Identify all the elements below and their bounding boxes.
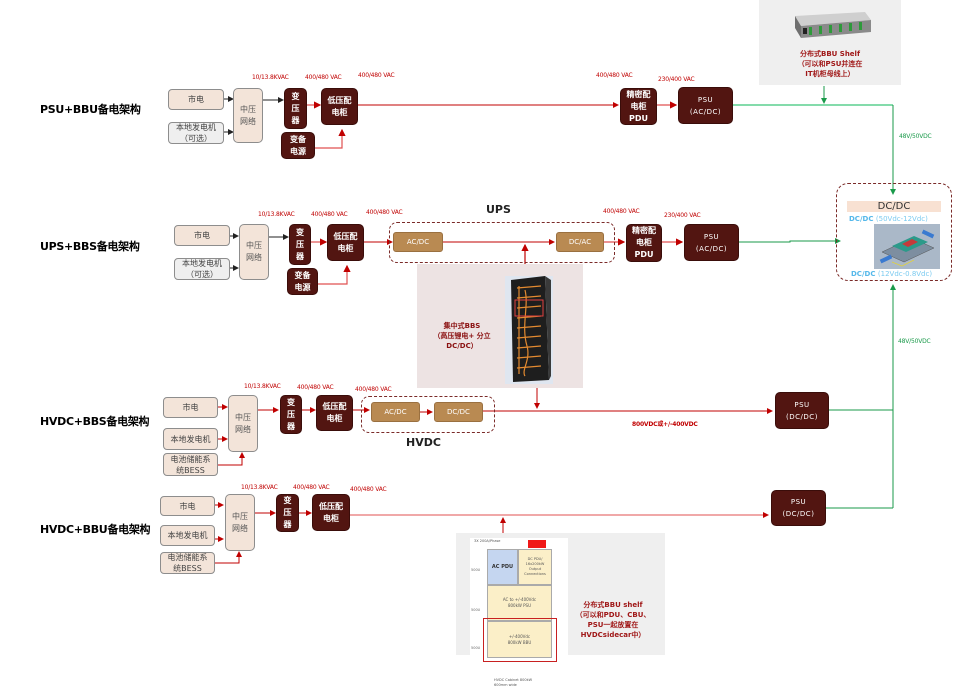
hvdc-dc-dc: DC/DC — [434, 402, 483, 422]
voltage-label: 400/480 VAC — [293, 484, 330, 491]
source-utility: 市电 — [160, 496, 215, 516]
row4-wires — [215, 502, 893, 564]
dcdc-stage1-prefix: DC/DC — [849, 215, 876, 223]
row1-wires — [224, 86, 896, 195]
cabinet-ac-pdu: AC PDU — [487, 549, 518, 585]
cabinet-side-label: 500U — [471, 568, 481, 572]
cabinet-footer: HVDC Cabinet 800kW 600mm wide — [494, 678, 533, 687]
ups-group-title: UPS — [486, 203, 511, 216]
source-utility: 市电 — [174, 225, 230, 246]
row-title-psu-bbu: PSU+BBU备电架构 — [40, 103, 141, 116]
dc-bus-voltage-label: 800VDC或+/-400VDC — [632, 421, 698, 428]
voltage-label: 10/13.8KVAC — [244, 383, 281, 390]
transformer: 变 压 器 — [289, 224, 311, 265]
bbu-sidecar-caption: 分布式BBU shelf （可以和PDU、CBU、 PSU一起放置在 HVDCs… — [575, 601, 651, 639]
source-bess: 电池储能系 统BESS — [160, 552, 215, 574]
voltage-label: 10/13.8KVAC — [241, 484, 278, 491]
ups-ac-dc: AC/DC — [393, 232, 443, 252]
transformer: 变 压 器 — [280, 395, 302, 434]
hvdc-group — [361, 396, 495, 433]
bbu-shelf-image — [795, 12, 871, 38]
ups-group — [389, 222, 615, 263]
row-title-ups-bbs: UPS+BBS备电架构 — [40, 240, 140, 253]
source-generator: 本地发电机 — [163, 428, 218, 450]
cabinet-connector — [528, 540, 546, 548]
backup-power: 变备 电源 — [287, 268, 318, 295]
dcdc-chip-image — [874, 224, 940, 269]
cabinet-bbu: +/-400Vdc 800kW BBU — [487, 621, 552, 658]
psu-ac-dc: PSU (AC/DC) — [684, 224, 739, 261]
voltage-label: 400/480 VAC — [350, 486, 387, 493]
dcdc-title: DC/DC — [847, 201, 941, 212]
voltage-label: 400/480 VAC — [603, 208, 640, 215]
psu-ac-dc: PSU (AC/DC) — [678, 87, 733, 124]
transformer: 变 压 器 — [276, 494, 299, 532]
voltage-label: 400/480 VAC — [358, 72, 395, 79]
pdu: 精密配 电柜 PDU — [620, 88, 657, 125]
hvdc-cabinet-figure: 3X 200A/Phase 500U 500U 500U AC PDU DC P… — [470, 538, 568, 690]
bbs-central-caption: 集中式BBS （高压锂电+ 分立 DC/DC） — [433, 322, 491, 350]
dcdc-stage1-range: (50Vdc-12Vdc) — [875, 215, 928, 223]
voltage-label: 400/480 VAC — [297, 384, 334, 391]
cabinet-side-label: 500U — [471, 646, 481, 650]
psu-dc-dc: PSU (DC/DC) — [775, 392, 829, 429]
source-generator: 本地发电机 — [160, 525, 215, 546]
psu-dc-dc: PSU (DC/DC) — [771, 490, 826, 526]
lv-switchboard: 低压配 电柜 — [316, 395, 353, 431]
pdu: 精密配 电柜 PDU — [626, 224, 662, 262]
mv-network: 中压 网络 — [239, 224, 269, 280]
dcdc-module: DC/DC DC/DC (50Vdc-12Vdc) DC/DC (12Vdc-0… — [836, 183, 952, 281]
hvdc-group-title: HVDC — [406, 436, 441, 449]
voltage-label: 400/480 VAC — [596, 72, 633, 79]
bbu-highlight — [483, 618, 557, 662]
dc-bus-label: 48V/50VDC — [899, 133, 932, 140]
row3-wires — [218, 284, 896, 508]
dcdc-stage2-label: DC/DC (12Vdc-0.8Vdc) — [851, 270, 932, 278]
ups-dc-ac: DC/AC — [556, 232, 604, 252]
source-generator: 本地发电机 （可选） — [168, 122, 224, 144]
voltage-label: 230/400 VAC — [664, 212, 701, 219]
voltage-label: 230/400 VAC — [658, 76, 695, 83]
dcdc-stage1-label: DC/DC (50Vdc-12Vdc) — [849, 215, 928, 223]
mv-network: 中压 网络 — [225, 494, 255, 551]
voltage-label: 400/480 VAC — [305, 74, 342, 81]
source-utility: 市电 — [163, 397, 218, 418]
bbu-shelf-top-caption: 分布式BBU Shelf （可以和PSU并连在 IT机柜母线上） — [797, 50, 863, 78]
voltage-label: 400/480 VAC — [366, 209, 403, 216]
lv-switchboard: 低压配 电柜 — [312, 494, 350, 531]
cabinet-psu: AC to +/-400Vdc 800kW PSU — [487, 585, 552, 621]
bbu-shelf-top-panel: 分布式BBU Shelf （可以和PSU并连在 IT机柜母线上） — [759, 0, 901, 85]
source-generator: 本地发电机 （可选） — [174, 258, 230, 280]
voltage-label: 400/480 VAC — [355, 386, 392, 393]
row-title-hvdc-bbu: HVDC+BBU备电架构 — [40, 523, 151, 536]
row-title-hvdc-bbs: HVDC+BBS备电架构 — [40, 415, 150, 428]
bbs-rack-image — [505, 276, 553, 384]
dcdc-stage2-range: (12Vdc-0.8Vdc) — [877, 270, 933, 278]
source-bess: 电池储能系 统BESS — [163, 453, 218, 476]
backup-power: 变备 电源 — [281, 132, 315, 159]
mv-network: 中压 网络 — [228, 395, 258, 452]
voltage-label: 10/13.8KVAC — [252, 74, 289, 81]
dc-bus-label: 48V/50VDC — [898, 338, 931, 345]
dcdc-stage2-prefix: DC/DC — [851, 270, 878, 278]
voltage-label: 400/480 VAC — [311, 211, 348, 218]
mv-network: 中压 网络 — [233, 88, 263, 143]
voltage-label: 10/13.8KVAC — [258, 211, 295, 218]
cabinet-dc-pdu: DC PDU/ 16x200kW Output Connections — [518, 549, 552, 585]
lv-switchboard: 低压配 电柜 — [327, 224, 364, 261]
hvdc-ac-dc: AC/DC — [371, 402, 420, 422]
source-utility: 市电 — [168, 89, 224, 110]
transformer: 变 压 器 — [284, 88, 307, 129]
bbs-central-panel: 集中式BBS （高压锂电+ 分立 DC/DC） — [417, 264, 583, 388]
lv-switchboard: 低压配 电柜 — [321, 88, 358, 125]
cabinet-side-label: 500U — [471, 608, 481, 612]
cabinet-header: 3X 200A/Phase — [474, 539, 501, 543]
